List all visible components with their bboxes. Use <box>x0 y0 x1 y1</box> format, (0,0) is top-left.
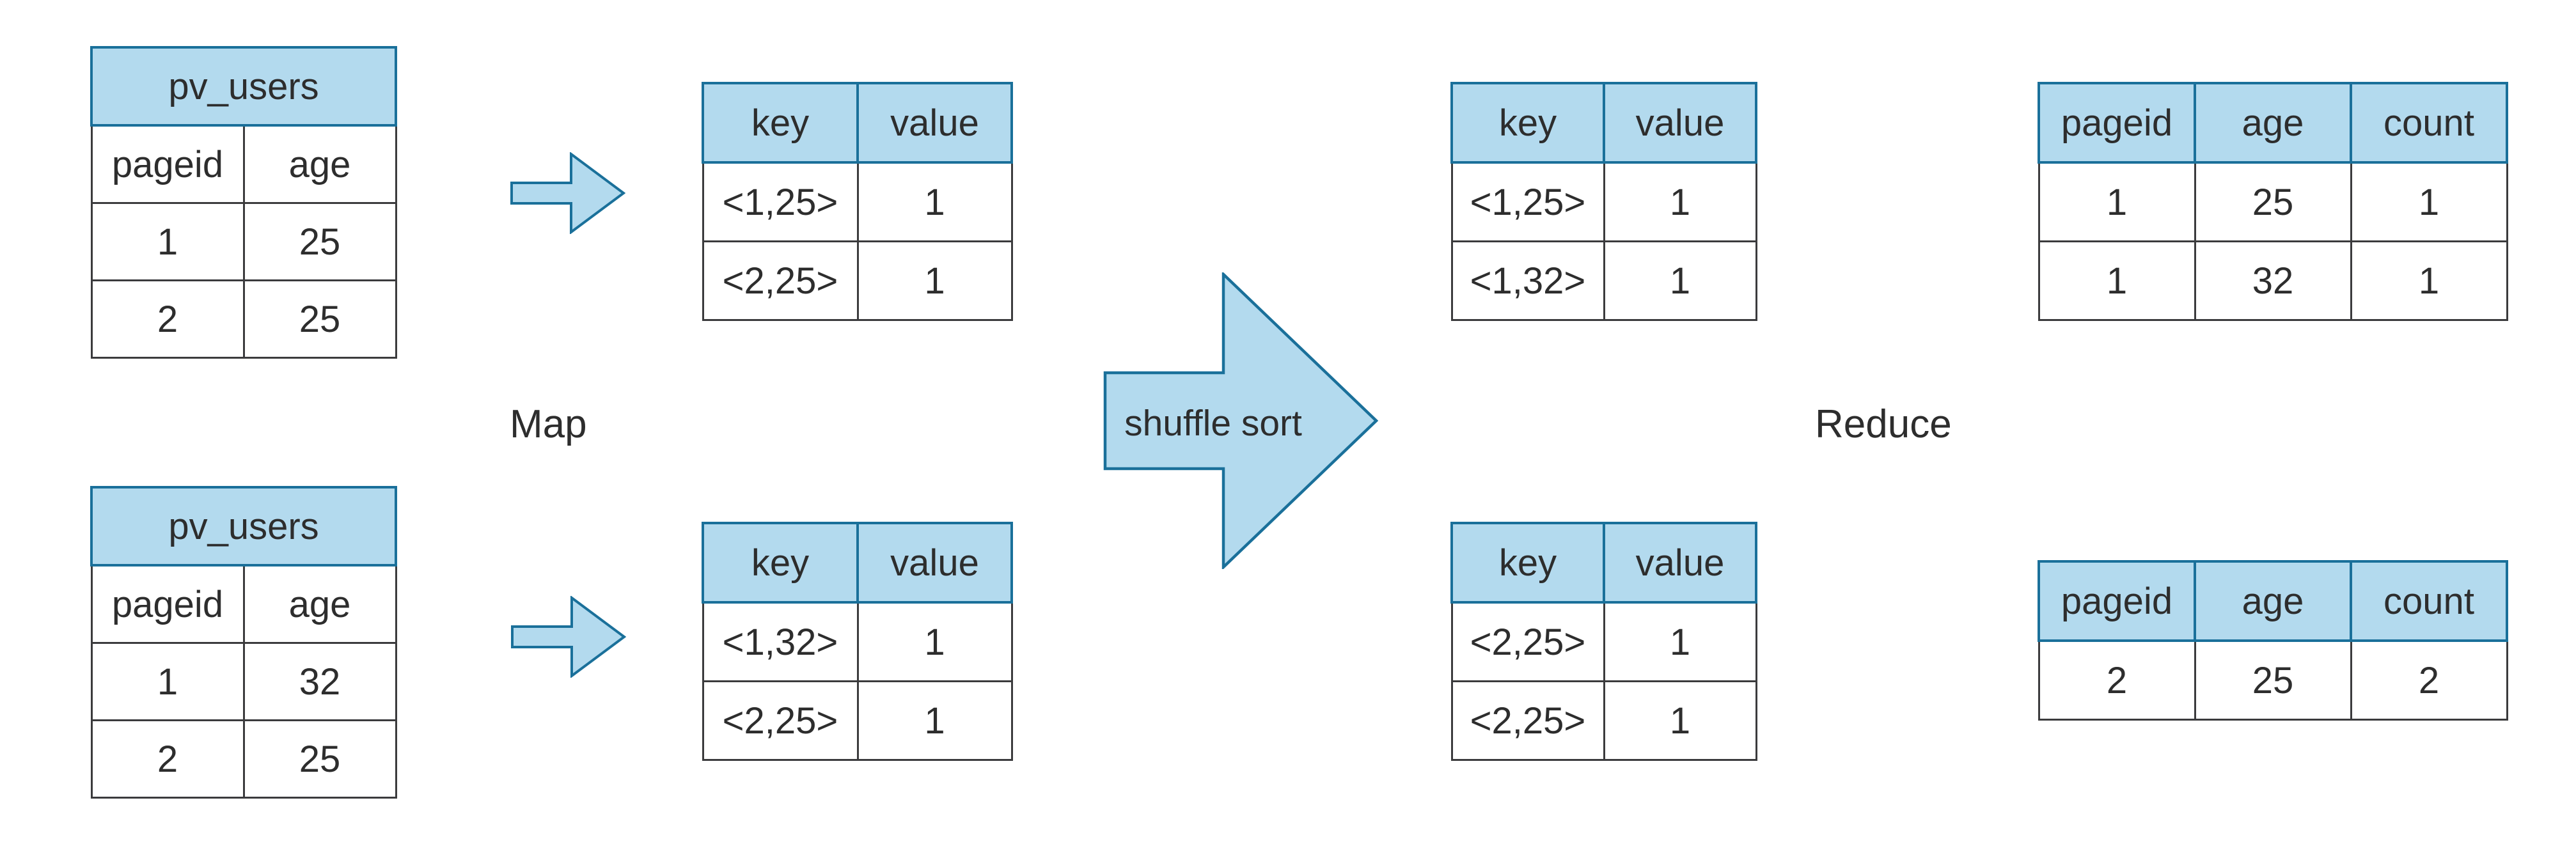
table-cell: 1 <box>2350 161 2508 242</box>
table-cell: 1 <box>1603 161 1757 242</box>
column-header: age <box>242 124 397 204</box>
table-cell: 1 <box>1603 680 1757 761</box>
table-cell: 1 <box>856 601 1013 682</box>
column-header: value <box>1603 82 1757 164</box>
table-cell: 2 <box>90 279 245 359</box>
table-cell: <1,32> <box>702 601 859 682</box>
column-header: value <box>856 522 1013 604</box>
table-cell: 32 <box>242 642 397 721</box>
column-header: age <box>242 564 397 644</box>
table-cell: <2,25> <box>1450 601 1605 682</box>
table-cell: 1 <box>2038 161 2196 242</box>
table-cell: 25 <box>242 279 397 359</box>
table-title: pv_users <box>90 46 397 127</box>
table-cell: <2,25> <box>702 680 859 761</box>
column-header: key <box>1450 522 1605 604</box>
table-cell: 25 <box>2194 161 2352 242</box>
reduce-label: Reduce <box>1815 402 1952 446</box>
table-cell: 1 <box>856 680 1013 761</box>
column-header: key <box>1450 82 1605 164</box>
table-title-row: pv_users <box>90 46 397 127</box>
table-header-row: pageid age count <box>2038 560 2508 642</box>
table-header-row: key value <box>1450 522 1757 604</box>
column-header: count <box>2350 560 2508 642</box>
map-output-table-1: key value <1,25> 1 <2,25> 1 <box>702 82 1013 321</box>
table-cell: <2,25> <box>702 240 859 321</box>
pv-users-table-1: pv_users pageid age 1 25 2 25 <box>90 46 397 359</box>
column-header: pageid <box>90 564 245 644</box>
table-row: <2,25> 1 <box>702 680 1013 761</box>
pv-users-table-2: pv_users pageid age 1 32 2 25 <box>90 486 397 799</box>
table-cell: 1 <box>1603 601 1757 682</box>
table-header-row: pageid age <box>90 564 397 644</box>
table-row: 2 25 <box>90 719 397 799</box>
shuffle-output-table-2: key value <2,25> 1 <2,25> 1 <box>1450 522 1757 761</box>
table-row: <2,25> 1 <box>1450 601 1757 682</box>
table-cell: 25 <box>2194 639 2352 721</box>
table-header-row: pageid age count <box>2038 82 2508 164</box>
table-title-row: pv_users <box>90 486 397 567</box>
shuffle-output-table-1: key value <1,25> 1 <1,32> 1 <box>1450 82 1757 321</box>
column-header: pageid <box>2038 82 2196 164</box>
table-title: pv_users <box>90 486 397 567</box>
table-row: <1,32> 1 <box>1450 240 1757 321</box>
column-header: key <box>702 522 859 604</box>
table-row: <1,32> 1 <box>702 601 1013 682</box>
map-arrow-1 <box>510 152 625 234</box>
table-row: <1,25> 1 <box>1450 161 1757 242</box>
table-row: 1 32 <box>90 642 397 721</box>
table-cell: 2 <box>90 719 245 799</box>
table-header-row: key value <box>702 522 1013 604</box>
table-cell: <1,25> <box>702 161 859 242</box>
table-cell: 1 <box>856 240 1013 321</box>
table-header-row: pageid age <box>90 124 397 204</box>
table-row: 1 32 1 <box>2038 240 2508 321</box>
column-header: age <box>2194 560 2352 642</box>
table-row: 2 25 2 <box>2038 639 2508 721</box>
table-cell: <1,32> <box>1450 240 1605 321</box>
table-cell: 1 <box>90 642 245 721</box>
table-row: 2 25 <box>90 279 397 359</box>
table-cell: <2,25> <box>1450 680 1605 761</box>
table-row: <2,25> 1 <box>1450 680 1757 761</box>
map-arrow-2 <box>511 596 626 678</box>
column-header: count <box>2350 82 2508 164</box>
table-cell: 25 <box>242 719 397 799</box>
table-cell: <1,25> <box>1450 161 1605 242</box>
table-cell: 32 <box>2194 240 2352 321</box>
shuffle-sort-arrow <box>1103 272 1378 569</box>
reduce-output-table-1: pageid age count 1 25 1 1 32 1 <box>2038 82 2508 321</box>
table-row: <2,25> 1 <box>702 240 1013 321</box>
table-cell: 1 <box>1603 240 1757 321</box>
reduce-output-table-2: pageid age count 2 25 2 <box>2038 560 2508 721</box>
table-cell: 1 <box>2350 240 2508 321</box>
column-header: age <box>2194 82 2352 164</box>
map-output-table-2: key value <1,32> 1 <2,25> 1 <box>702 522 1013 761</box>
table-cell: 1 <box>856 161 1013 242</box>
table-row: 1 25 1 <box>2038 161 2508 242</box>
column-header: value <box>1603 522 1757 604</box>
table-cell: 1 <box>2038 240 2196 321</box>
table-header-row: key value <box>1450 82 1757 164</box>
table-cell: 2 <box>2350 639 2508 721</box>
map-label: Map <box>510 402 587 446</box>
table-cell: 1 <box>90 202 245 281</box>
table-row: 1 25 <box>90 202 397 281</box>
column-header: value <box>856 82 1013 164</box>
column-header: pageid <box>90 124 245 204</box>
table-row: <1,25> 1 <box>702 161 1013 242</box>
column-header: pageid <box>2038 560 2196 642</box>
table-cell: 2 <box>2038 639 2196 721</box>
column-header: key <box>702 82 859 164</box>
shuffle-sort-label: shuffle sort <box>1124 403 1302 444</box>
table-cell: 25 <box>242 202 397 281</box>
table-header-row: key value <box>702 82 1013 164</box>
